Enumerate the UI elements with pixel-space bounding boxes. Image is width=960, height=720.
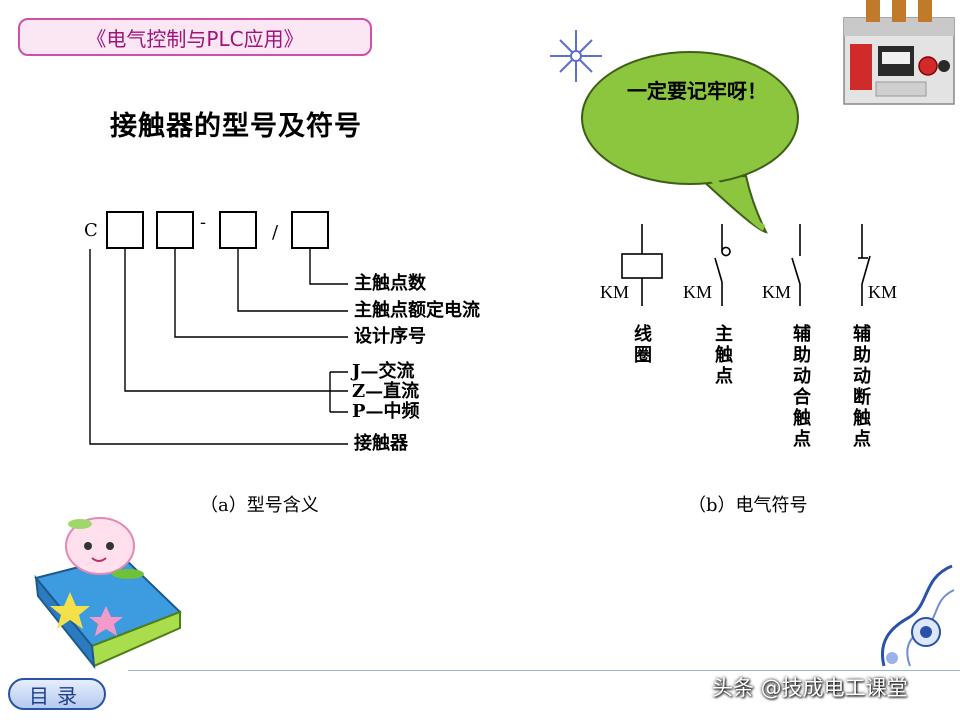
annotation-ac: J—交流: [352, 361, 415, 382]
annotation-dc: Z—直流: [352, 381, 420, 402]
annotation-main-contact-count: 主触点数: [354, 273, 426, 294]
speech-bubble: [581, 51, 799, 234]
main-contact-tag: KM: [683, 282, 713, 302]
table-of-contents-button[interactable]: 目录: [8, 678, 106, 710]
main-contact-label: 主触点: [715, 324, 733, 387]
corner-ornament: [881, 564, 955, 667]
watermark: 头条 @技成电工课堂: [712, 676, 908, 700]
code-dash: -: [200, 212, 207, 233]
aux-nc-contact-label: 辅助动断触点: [853, 324, 871, 450]
bubble-text: 一定要记牢呀！: [627, 79, 767, 103]
coil-tag: KM: [600, 282, 630, 302]
annotation-rated-current: 主触点额定电流: [354, 300, 480, 321]
code-box-contact-count: [291, 211, 329, 249]
aux-no-contact-tag: KM: [762, 282, 792, 302]
annotation-design-serial: 设计序号: [354, 326, 426, 347]
code-prefix: C: [84, 220, 98, 241]
footer-divider: [128, 670, 960, 671]
aux-nc-contact-tag: KM: [868, 282, 898, 302]
course-title: 《电气控制与PLC应用》: [18, 18, 372, 56]
slide-heading: 接触器的型号及符号: [110, 111, 362, 142]
mascot-book-illustration: [34, 517, 182, 670]
code-box-rated-current: [219, 211, 257, 249]
annotation-mid-frequency: P—中频: [352, 401, 420, 422]
caption-electrical-symbols: （b）电气符号: [688, 495, 808, 516]
sparkle-icon: [550, 30, 602, 82]
code-box-current-type: [106, 211, 144, 249]
code-box-design-serial: [156, 211, 194, 249]
thermal-relay-image: [836, 0, 960, 110]
coil-label: 线圈: [634, 324, 652, 366]
code-slash: /: [272, 222, 279, 243]
caption-model-meaning: （a）型号含义: [200, 495, 319, 516]
aux-no-contact-label: 辅助动合触点: [793, 324, 811, 450]
annotation-contactor: 接触器: [354, 433, 408, 454]
